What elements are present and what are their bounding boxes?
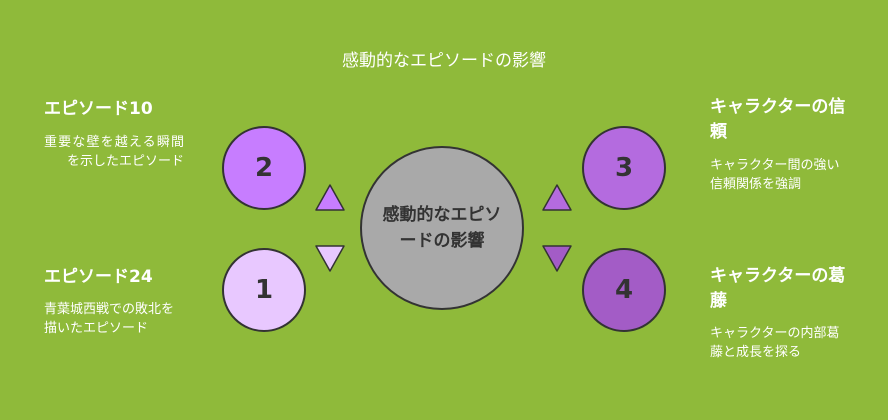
- diagram-title: 感動的なエピソードの影響: [342, 51, 546, 71]
- arrow-up-right: [542, 184, 572, 211]
- circle-1-number: 1: [254, 275, 274, 305]
- item-3-desc: キャラクター間の強い信頼関係を強調: [710, 158, 840, 192]
- circle-2-number: 2: [254, 153, 274, 183]
- item-1-title: エピソード24: [44, 267, 153, 287]
- arrow-down-right: [542, 245, 572, 272]
- circle-3: 3: [582, 126, 666, 210]
- item-2-title: エピソード10: [44, 99, 153, 119]
- item-1-desc: 青葉城西戦での敗北を描いたエピソード: [44, 302, 175, 336]
- circle-2: 2: [222, 126, 306, 210]
- item-3-title: キャラクターの信頼: [710, 97, 846, 142]
- arrow-up-left: [315, 184, 345, 211]
- circle-3-number: 3: [614, 153, 634, 183]
- circle-1: 1: [222, 248, 306, 332]
- center-circle: 感動的なエピソードの影響: [360, 146, 524, 310]
- item-2-desc: 重要な壁を越える瞬間を示したエピソード: [44, 135, 184, 169]
- item-4-title: キャラクターの葛藤: [710, 266, 846, 311]
- arrow-down-left: [315, 245, 345, 272]
- circle-4: 4: [582, 248, 666, 332]
- center-label: 感動的なエピソードの影響: [382, 205, 502, 251]
- circle-4-number: 4: [614, 275, 634, 305]
- item-4-desc: キャラクターの内部葛藤と成長を探る: [710, 326, 840, 360]
